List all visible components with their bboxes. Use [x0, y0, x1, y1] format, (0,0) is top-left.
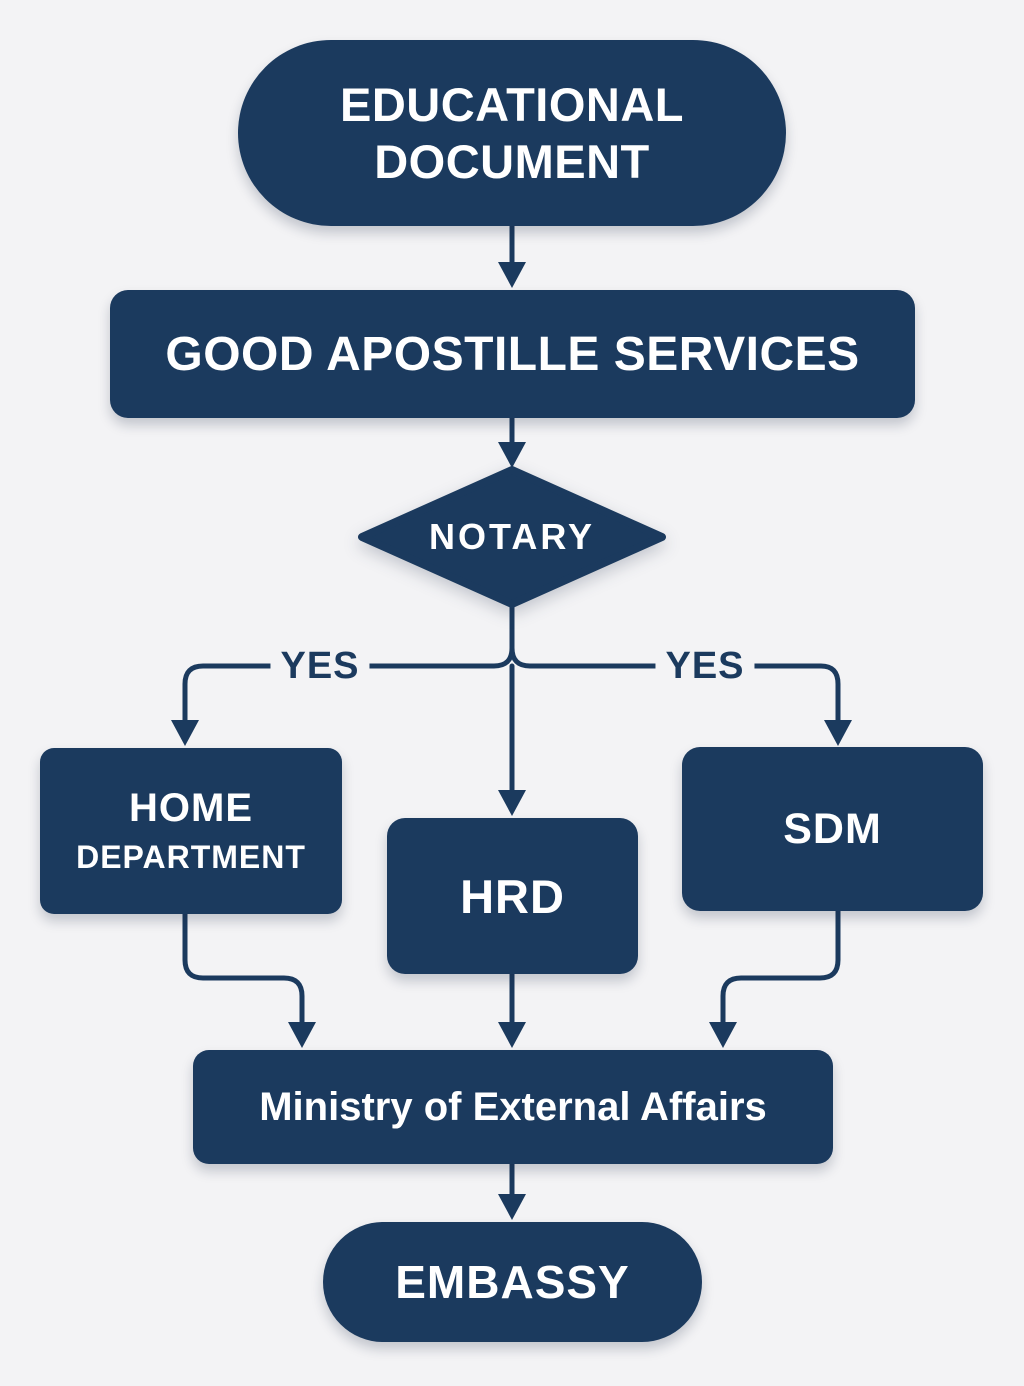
node-home-department: HOME DEPARTMENT [40, 748, 342, 914]
edge-label-yes-right: YES [655, 647, 755, 685]
arrowhead-to-notary [498, 442, 526, 468]
node-educational-document: EDUCATIONAL DOCUMENT [238, 40, 786, 226]
node-ministry-of-external-affairs: Ministry of External Affairs [193, 1050, 833, 1164]
arrowhead-sdm-to-ministry [709, 1022, 737, 1048]
node-hrd-label: HRD [460, 869, 565, 923]
node-educational-document-label: EDUCATIONAL DOCUMENT [339, 77, 685, 188]
node-notary-label: NOTARY [429, 516, 595, 557]
arrowhead-to-apostille [498, 262, 526, 288]
edge-label-yes-left: YES [270, 647, 370, 685]
node-ministry-of-external-affairs-label: Ministry of External Affairs [259, 1084, 767, 1129]
arrowhead-to-embassy [498, 1194, 526, 1220]
node-good-apostille-services: GOOD APOSTILLE SERVICES [110, 290, 915, 418]
arrowhead-to-sdm [824, 720, 852, 746]
node-home-department-line1: HOME [129, 786, 253, 830]
node-sdm-label: SDM [783, 804, 882, 853]
arrowhead-to-home [171, 720, 199, 746]
node-embassy: EMBASSY [323, 1222, 702, 1342]
notary-decision-diamond [358, 466, 666, 608]
edge-sdm-to-ministry [720, 908, 841, 1025]
node-embassy-label: EMBASSY [395, 1256, 630, 1308]
arrowhead-to-hrd [498, 790, 526, 816]
arrowhead-hrd-to-ministry [498, 1022, 526, 1048]
node-hrd: HRD [387, 818, 638, 974]
arrowhead-home-to-ministry [288, 1022, 316, 1048]
edge-home-to-ministry [182, 910, 305, 1025]
node-home-department-line2: DEPARTMENT [76, 839, 306, 875]
node-sdm: SDM [682, 747, 983, 911]
node-good-apostille-services-label: GOOD APOSTILLE SERVICES [165, 327, 860, 381]
